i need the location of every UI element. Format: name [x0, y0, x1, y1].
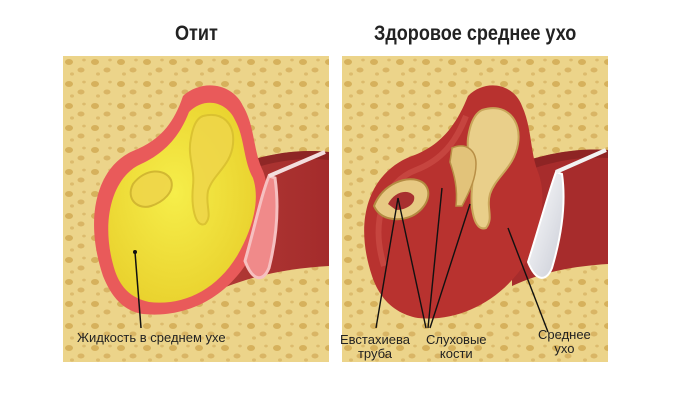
- healthy-eardrum: [526, 170, 565, 279]
- ossicle-incus: [449, 145, 477, 207]
- healthy-ear-illustration: Евстахиева труба Слуховые кости Среднее …: [340, 56, 608, 362]
- ossicle-pointer-line-2: [427, 187, 443, 329]
- fluid-pointer-line: [134, 251, 142, 329]
- healthy-ear-title: Здоровое среднее ухо: [374, 22, 577, 45]
- ossicle-pointer-line-3: [429, 203, 471, 329]
- eustachian-pointer-line: [375, 197, 399, 329]
- healthy-ear-svg: [342, 56, 608, 362]
- ossicles-label: Слуховые кости: [426, 332, 487, 361]
- ossicle-pointer-line-1: [397, 197, 427, 329]
- otitis-title: Отит: [175, 22, 218, 45]
- fluid-label: Жидкость в среднем ухе: [77, 330, 226, 345]
- otitis-svg: [63, 56, 329, 362]
- otitis-illustration: Жидкость в среднем ухе: [63, 56, 329, 362]
- ossicle-malleus: [466, 107, 520, 230]
- middle-ear-label: Среднее ухо: [538, 327, 591, 356]
- middle-ear-pointer-line: [507, 227, 549, 333]
- inflamed-eardrum: [243, 174, 279, 280]
- eustachian-tube-label: Евстахиева труба: [340, 332, 410, 361]
